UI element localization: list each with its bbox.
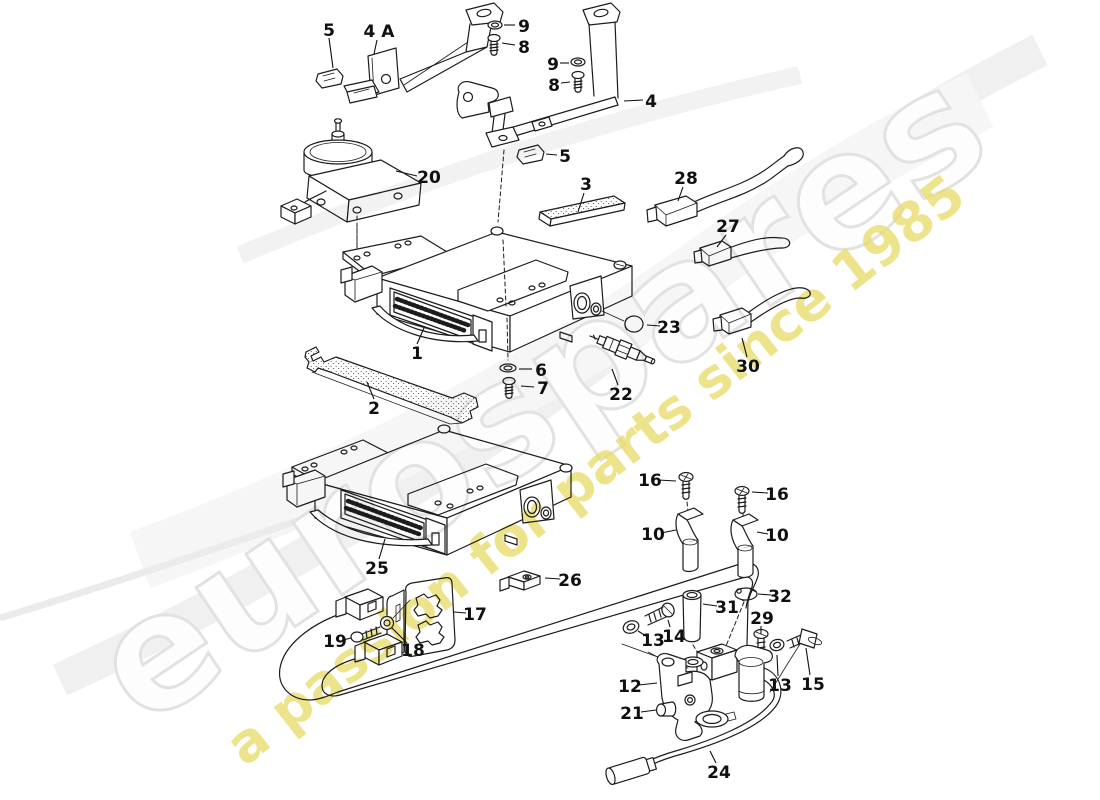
part-callout-8: 8 xyxy=(518,38,530,58)
callout-leader-30 xyxy=(741,337,748,358)
callout-leader-5 xyxy=(328,37,334,69)
callout-leader-4 xyxy=(623,99,644,102)
part-callout-10: 10 xyxy=(765,526,789,546)
callout-leader-28 xyxy=(677,186,684,202)
part-callout-24: 24 xyxy=(707,763,731,783)
callout-leader-15 xyxy=(805,647,811,676)
part-callout-9: 9 xyxy=(518,17,530,37)
part-callout-5: 5 xyxy=(559,147,571,167)
callout-leader-22 xyxy=(611,368,619,386)
part-callout-30: 30 xyxy=(736,357,760,377)
part-callout-15: 15 xyxy=(801,675,825,695)
part-callout-14: 14 xyxy=(662,627,686,647)
part-callout-13: 13 xyxy=(768,676,792,696)
callout-leader-1 xyxy=(416,327,425,345)
callout-leader-2 xyxy=(366,381,375,400)
part-callout-16: 16 xyxy=(765,485,789,505)
part-callout-4A: 4 A xyxy=(364,22,396,42)
part-callout-27: 27 xyxy=(716,217,740,237)
part-callout-3: 3 xyxy=(580,175,592,195)
part-callout-4: 4 xyxy=(645,92,657,112)
callout-leader-14 xyxy=(667,619,671,628)
part-callout-19: 19 xyxy=(323,632,347,652)
callout-leader-8 xyxy=(560,81,571,84)
part-callout-25: 25 xyxy=(365,559,389,579)
part-callout-7: 7 xyxy=(537,379,549,399)
part-callout-12: 12 xyxy=(618,677,642,697)
part-callout-20: 20 xyxy=(417,168,441,188)
part-callout-28: 28 xyxy=(674,169,698,189)
part-21-plug xyxy=(655,701,677,717)
part-callout-23: 23 xyxy=(657,318,681,338)
part-callout-21: 21 xyxy=(620,704,644,724)
callout-leader-3 xyxy=(577,192,585,213)
part-callout-31: 31 xyxy=(715,598,739,618)
part-callout-18: 18 xyxy=(401,641,425,661)
callout-leader-25 xyxy=(378,538,386,560)
part-callout-17: 17 xyxy=(463,605,487,625)
callout-leader-4A xyxy=(373,39,378,55)
part-callout-16: 16 xyxy=(638,471,662,491)
callout-leader-21 xyxy=(640,709,657,713)
part-9-washer-a xyxy=(487,20,503,30)
part-callout-6: 6 xyxy=(535,361,547,381)
part-callout-1: 1 xyxy=(411,344,423,364)
part-callout-22: 22 xyxy=(609,385,633,405)
callout-leader-24 xyxy=(709,750,717,764)
part-callout-29: 29 xyxy=(750,609,774,629)
callout-leader-13 xyxy=(776,654,779,677)
part-callout-32: 32 xyxy=(768,587,792,607)
part-callout-10: 10 xyxy=(641,525,665,545)
part-callout-9: 9 xyxy=(547,55,559,75)
part-callout-26: 26 xyxy=(558,571,582,591)
part-callout-8: 8 xyxy=(548,76,560,96)
callout-leader-5 xyxy=(545,153,558,156)
callout-leader-7 xyxy=(520,385,535,388)
part-callout-2: 2 xyxy=(368,399,380,419)
callout-leader-20 xyxy=(395,170,418,177)
part-callout-5: 5 xyxy=(323,21,335,41)
callout-leader-8 xyxy=(501,42,516,46)
